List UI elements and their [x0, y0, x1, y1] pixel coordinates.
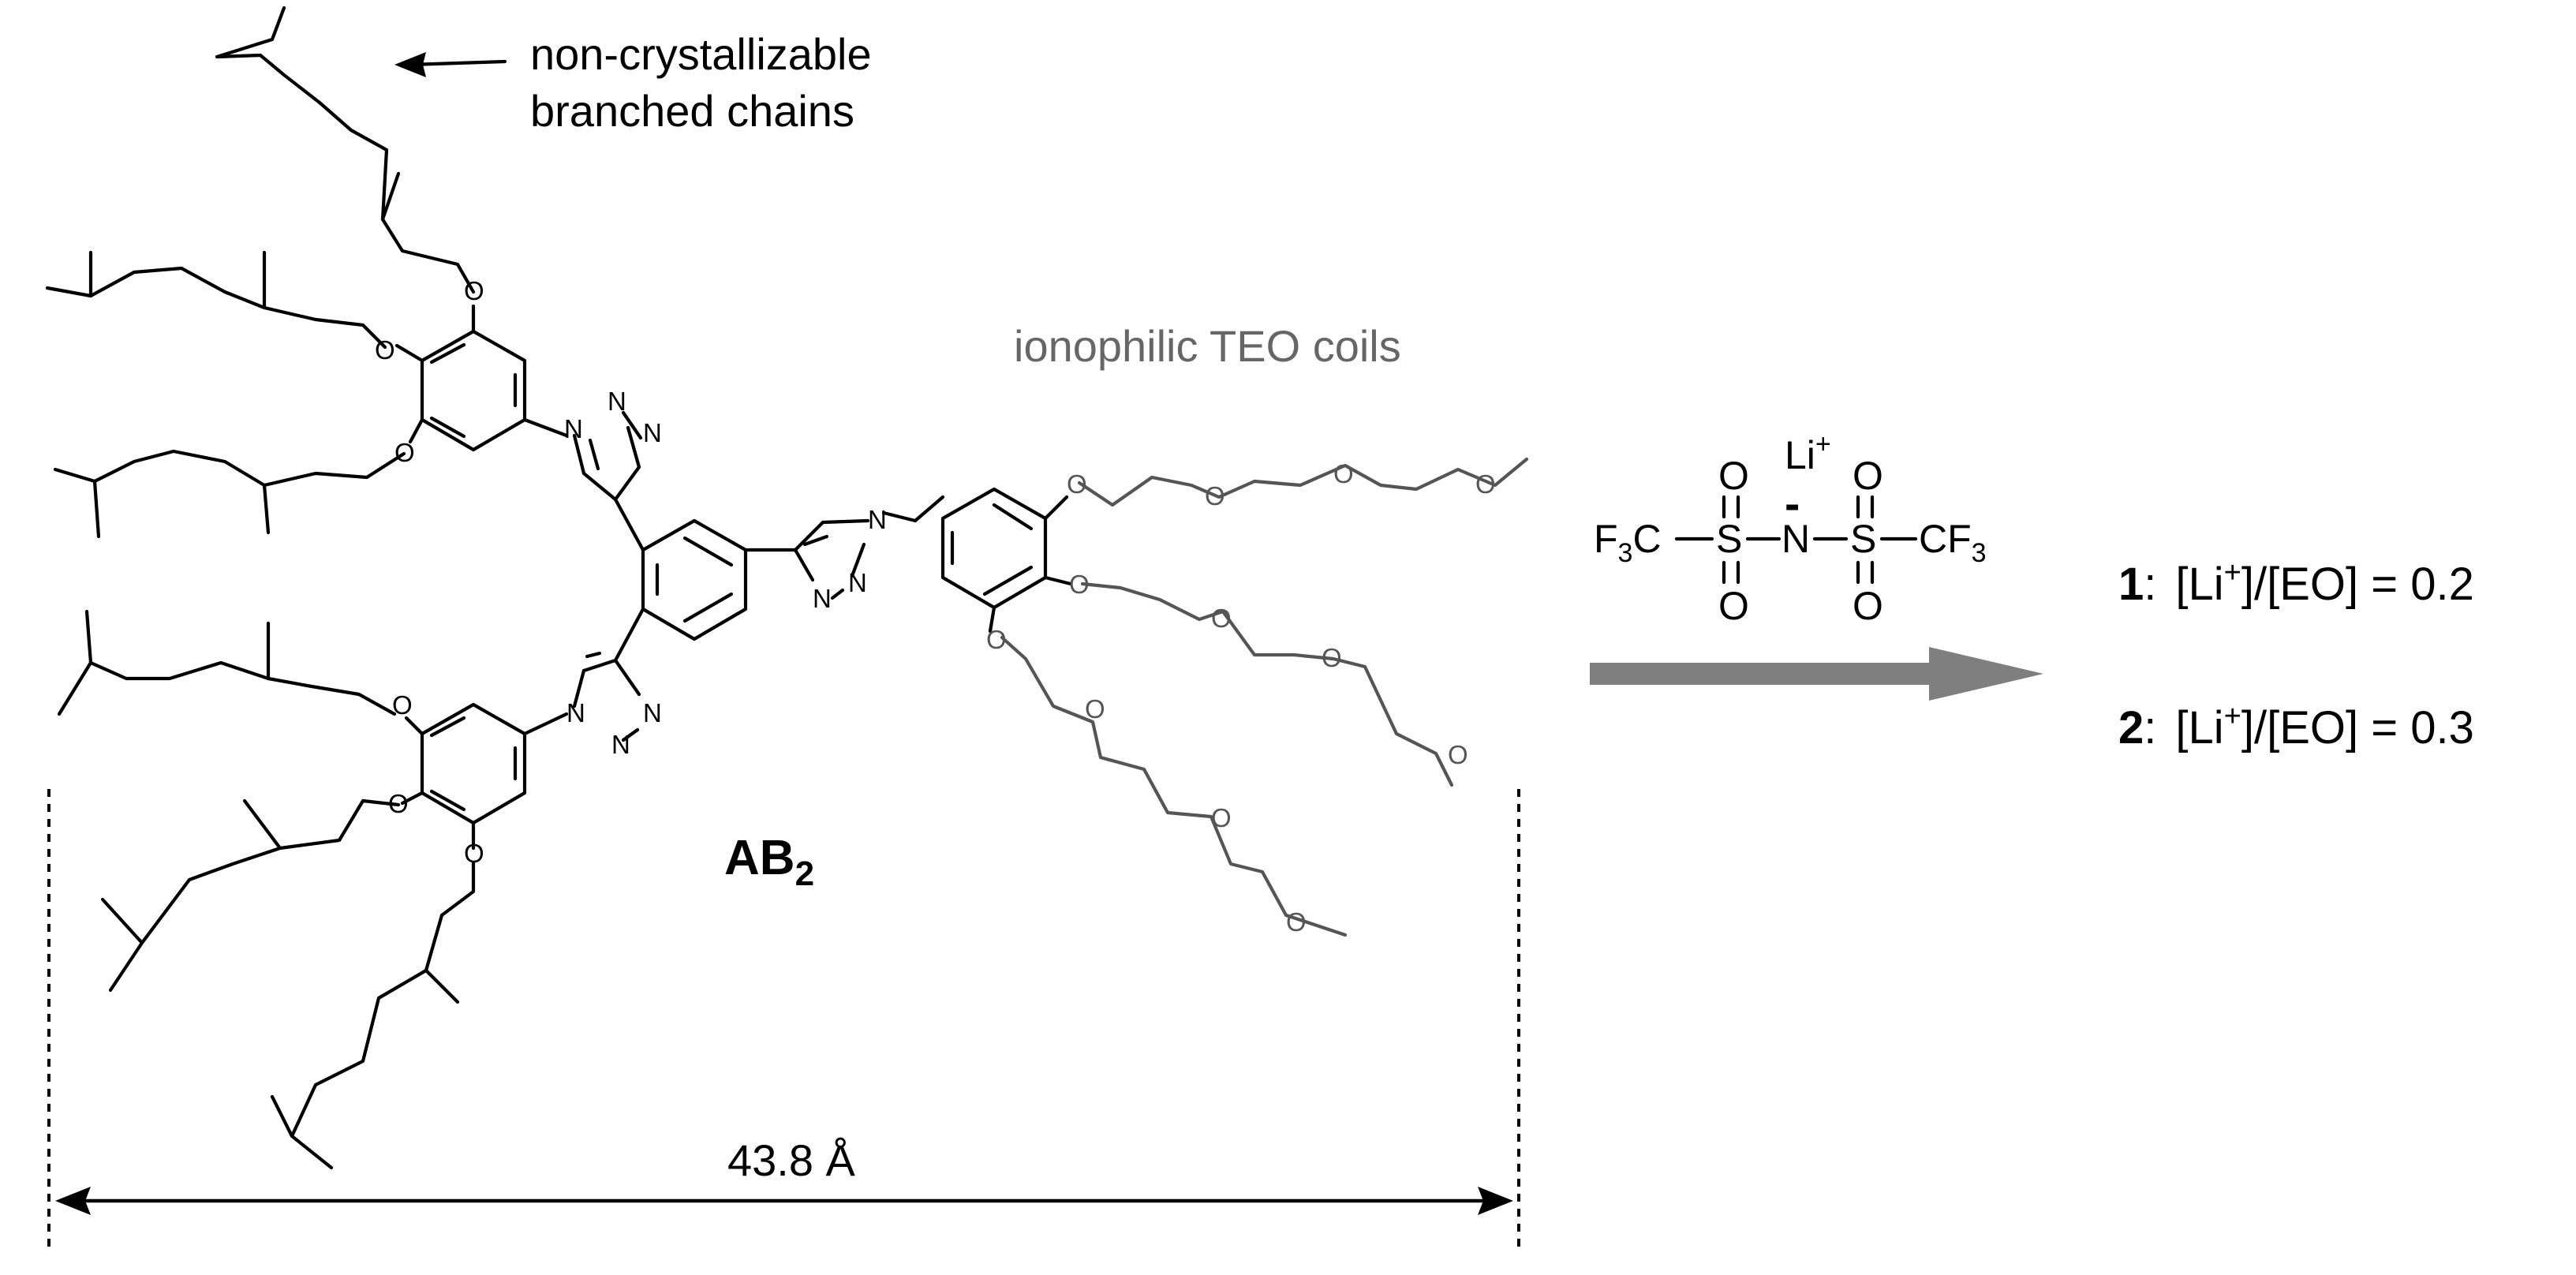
teo-oxygen: O	[1211, 803, 1232, 832]
atom-oxygen: O	[464, 276, 484, 305]
atom-nitrogen: N	[848, 568, 867, 597]
oxygen-bottom-left: O	[1718, 584, 1749, 628]
branched-chains-label-line1: non-crystallizable	[530, 29, 872, 79]
branched-chain-2	[45, 250, 387, 350]
triazole-right	[793, 518, 870, 600]
oxygen-top-left: O	[1718, 454, 1749, 498]
aryl-ring-right	[881, 487, 1073, 634]
molecule-name: AB2	[724, 831, 814, 893]
results: 1:[Li+]/[EO] = 0.2 2:[Li+]/[EO] = 0.3	[2118, 556, 2474, 753]
triazole-lower-left	[572, 651, 641, 742]
teo-oxygen: O	[1067, 469, 1087, 499]
atom-nitrogen: N	[813, 584, 832, 613]
atom-nitrogen: N	[643, 418, 662, 447]
lithium-cation: Li+	[1785, 429, 1831, 477]
teo-coils-label: ionophilic TEO coils	[1014, 321, 1401, 371]
sulfur-right: S	[1850, 517, 1876, 561]
result-2: 2:[Li+]/[EO] = 0.3	[2118, 700, 2474, 753]
sulfur-left: S	[1716, 517, 1742, 561]
teo-oxygen: O	[1475, 469, 1496, 499]
atom-nitrogen: N	[611, 730, 630, 759]
atom-oxygen: O	[388, 789, 409, 818]
aryl-ring-lower-left	[400, 702, 569, 851]
teo-oxygen: O	[986, 625, 1007, 654]
oxygen-bottom-right: O	[1853, 584, 1883, 628]
teo-oxygen: O	[1069, 570, 1090, 599]
central-benzene-ring	[641, 518, 748, 641]
atom-nitrogen: N	[564, 414, 583, 443]
oxygen-top-right: O	[1853, 454, 1883, 498]
anion-charge: -	[1785, 478, 1800, 529]
litfsi-reagent: Li+ O O F3C S N - S CF3 O O	[1594, 429, 1987, 628]
triazole-upper-left	[572, 410, 643, 502]
atom-oxygen: O	[375, 335, 395, 365]
left-cf3: F3C	[1594, 517, 1662, 568]
atom-nitrogen: N	[868, 505, 887, 534]
atom-nitrogen: N	[566, 698, 585, 727]
atom-nitrogen: N	[608, 387, 626, 416]
teo-oxygen: O	[1448, 740, 1468, 769]
teo-oxygen: O	[1205, 481, 1225, 510]
atom-oxygen: O	[394, 438, 415, 467]
teo-oxygen: O	[1322, 643, 1342, 672]
aryl-ring-upper-left	[394, 304, 569, 452]
result-1: 1:[Li+]/[EO] = 0.2	[2118, 556, 2474, 610]
teo-oxygen: O	[1211, 604, 1232, 633]
teo-oxygen: O	[1333, 459, 1354, 488]
branched-chain-3	[53, 449, 406, 539]
teo-oxygen: O	[1085, 694, 1105, 723]
ab2-skeletal-structure: O O O O O O N N N N N N N N N	[45, 6, 1073, 1170]
branched-chains-label-line2: branched chains	[530, 86, 854, 136]
teo-coils: O O O O O O O O O O O O	[986, 457, 1529, 937]
dimension-label: 43.8 Å	[727, 1135, 856, 1185]
branched-chain-6	[270, 860, 476, 1170]
reaction-arrow	[1590, 647, 2043, 701]
nitrogen: N	[1782, 517, 1810, 561]
right-cf3: CF3	[1919, 517, 1987, 568]
atom-oxygen: O	[392, 690, 413, 720]
branched-chain-1	[215, 6, 476, 294]
atom-oxygen: O	[464, 839, 484, 868]
branched-chain-4	[57, 609, 397, 716]
dimension-marker: 43.8 Å	[47, 789, 1520, 1247]
teo-oxygen: O	[1286, 907, 1307, 937]
branched-chains-annotation: non-crystallizable branched chains	[394, 29, 872, 136]
atom-nitrogen: N	[643, 698, 662, 727]
branched-chain-5	[100, 798, 401, 993]
